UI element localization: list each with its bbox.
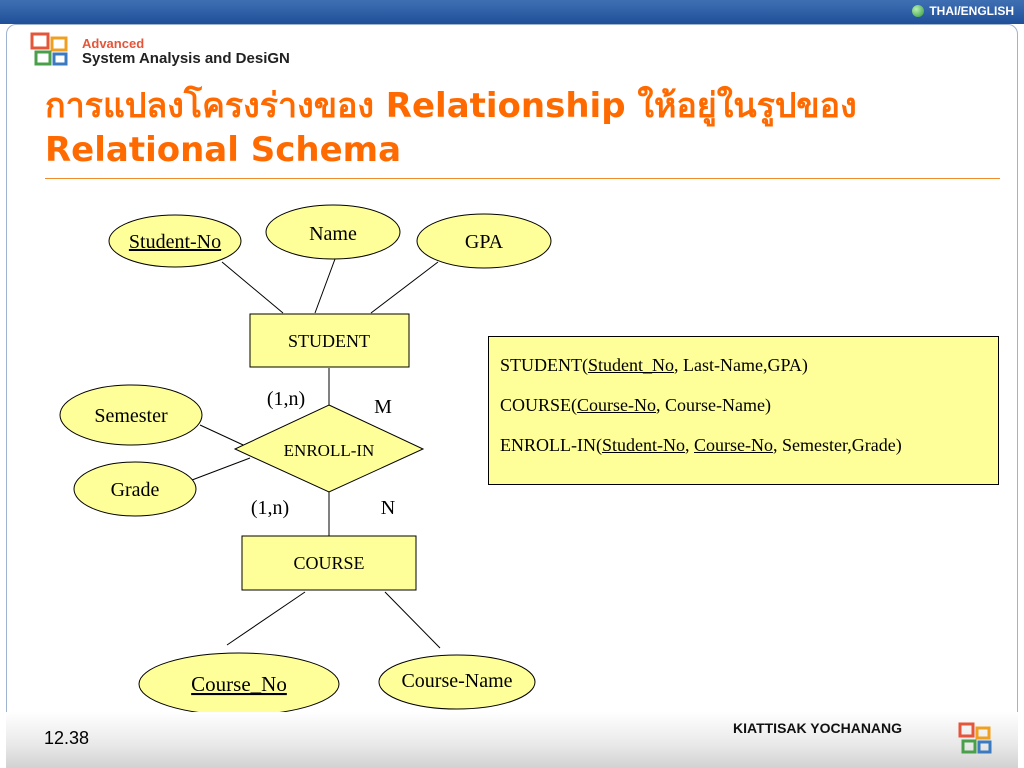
cardinality-bottom-label: N <box>381 497 395 519</box>
schema-enroll-key2: Course-No <box>693 435 773 455</box>
relationship-enroll: ENROLL-IN <box>284 441 375 460</box>
attr-semester-shape <box>59 384 203 446</box>
schema-student-prefix: STUDENT( <box>500 355 588 375</box>
entity-course: COURSE <box>293 553 364 573</box>
schema-course-rest: , Course-Name) <box>656 395 771 415</box>
schema-student-key: Student_No <box>588 355 675 375</box>
attr-gpa-shape <box>416 213 552 269</box>
schema-course-key: Course-No <box>577 395 657 415</box>
entity-student-shape <box>249 313 410 368</box>
brand-logo-icon <box>30 32 68 66</box>
connector-course-coursename <box>384 591 441 649</box>
cardinality-top: (1,n) <box>267 388 305 410</box>
schema-enroll-prefix: ENROLL-IN( <box>500 435 602 455</box>
schema-student-rest: , Last-Name,GPA) <box>674 355 808 375</box>
attr-name-shape <box>265 204 401 260</box>
brand-line-1: Advanced <box>82 36 145 51</box>
connector-course-courseno <box>226 591 306 646</box>
schema-row-student: STUDENT(Student_No, Last-Name,GPA) <box>500 355 998 395</box>
attr-course-name-shape <box>378 654 536 710</box>
entity-student: STUDENT <box>288 331 370 351</box>
attr-name: Name <box>309 223 357 245</box>
attr-course-name: Course-Name <box>401 670 512 692</box>
relationship-enroll-shape <box>233 404 425 493</box>
attr-student-no: Student-No <box>129 231 221 253</box>
schema-row-enroll: ENROLL-IN(Student-No, Course-No, Semeste… <box>500 435 998 475</box>
cardinality-bottom: (1,n) <box>251 497 289 519</box>
attr-grade-shape <box>73 461 197 517</box>
slide-title-line-2: Relational Schema <box>45 130 402 170</box>
schema-enroll-rest: , Semester,Grade) <box>772 435 902 455</box>
schema-enroll-sep: , <box>684 435 694 455</box>
title-divider <box>45 178 1000 179</box>
schema-row-course: COURSE(Course-No, Course-Name) <box>500 395 998 435</box>
brand-line-2: System Analysis and DesiGN <box>82 50 290 67</box>
connector-name-student <box>314 258 336 314</box>
language-switch[interactable]: THAI/ENGLISH <box>912 4 1014 18</box>
schema-course-prefix: COURSE( <box>500 395 578 415</box>
attr-semester: Semester <box>94 405 168 427</box>
footer-logo-icon <box>958 722 992 754</box>
attr-grade: Grade <box>111 479 160 501</box>
attr-student-no-shape <box>108 214 242 268</box>
author-name: KIATTISAK YOCHANANG <box>733 720 903 736</box>
language-label: THAI/ENGLISH <box>929 4 1014 18</box>
slide-title-line-1: การแปลงโครงร่างของ Relationship ให้อยู่ใ… <box>45 86 857 126</box>
slide-title: การแปลงโครงร่างของ Relationship ให้อยู่ใ… <box>45 84 1005 172</box>
globe-icon <box>912 5 925 17</box>
relational-schema-box: STUDENT(Student_No, Last-Name,GPA) COURS… <box>488 336 999 485</box>
entity-course-shape <box>241 535 417 591</box>
attr-course-no: Course_No <box>191 672 287 696</box>
connector-studentno-student <box>221 261 284 314</box>
connector-gpa-student <box>370 261 439 314</box>
footer-bar <box>6 712 1018 768</box>
connector-grade-enroll <box>191 457 251 481</box>
schema-enroll-key1: Student-No <box>601 435 685 455</box>
cardinality-top-label: M <box>374 396 392 418</box>
attr-gpa: GPA <box>465 231 504 253</box>
top-bar: THAI/ENGLISH <box>0 0 1024 24</box>
page-number: 12.38 <box>44 728 90 748</box>
